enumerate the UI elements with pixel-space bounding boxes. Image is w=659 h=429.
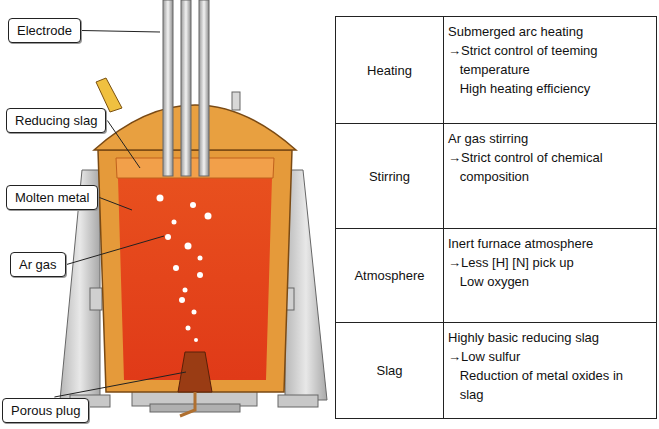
table-text: Ar gas stirring <box>448 130 650 149</box>
callout-text: Molten metal <box>15 190 89 205</box>
table-text: →Strict control of chemical composition <box>448 149 650 187</box>
table-cell: Inert furnace atmosphere→Less [H] [N] pi… <box>443 228 657 323</box>
callout-label: Ar gas <box>10 252 66 277</box>
table-text: Highly basic reducing slag <box>448 329 650 348</box>
leader-line <box>99 198 132 211</box>
gas-bubbles <box>157 195 212 343</box>
table-text: →Low sulfur <box>448 348 650 367</box>
table-header: Stirring <box>369 169 410 184</box>
roof-port <box>232 92 240 110</box>
leader-line <box>54 372 186 397</box>
table-cell: Submerged arc heating→Strict control of … <box>443 16 657 124</box>
table-text: Inert furnace atmosphere <box>448 235 650 254</box>
table-cell: Slag <box>335 322 444 419</box>
callout-label: Electrode <box>8 18 81 43</box>
leader-line <box>67 236 164 265</box>
table-cell: Highly basic reducing slag→Low sulfurRed… <box>443 322 657 419</box>
table-header: Slag <box>376 363 402 378</box>
table-cell: Ar gas stirring→Strict control of chemic… <box>443 123 657 229</box>
callout-label: Reducing slag <box>6 108 106 133</box>
electrode-rods <box>163 0 209 176</box>
callout-label: Porous plug <box>2 398 89 423</box>
roof-port <box>96 78 122 112</box>
ladle-shell <box>98 150 292 392</box>
table-text: →Strict control of teeming temperature <box>448 42 650 80</box>
callout-text: Ar gas <box>19 257 57 272</box>
callout-text: Porous plug <box>11 403 80 418</box>
callout-text: Reducing slag <box>15 113 97 128</box>
leader-line <box>82 31 160 33</box>
table-cell: Heating <box>335 16 444 124</box>
table-text: Reduction of metal oxides in slag <box>448 367 650 405</box>
table-header: Atmosphere <box>354 268 424 283</box>
callout-label: Molten metal <box>6 185 98 210</box>
furnace-roof <box>94 105 296 150</box>
leader-line <box>107 121 140 169</box>
table-cell: Atmosphere <box>335 228 444 323</box>
porous-plug <box>178 352 212 392</box>
callout-text: Electrode <box>17 23 72 38</box>
table-header: Heating <box>367 63 412 78</box>
table-cell: Stirring <box>335 123 444 229</box>
gas-pipe <box>180 392 195 416</box>
property-table: HeatingStirringAtmosphereSlag Submerged a… <box>335 16 657 418</box>
table-text: Low oxygen <box>448 273 650 292</box>
molten-metal <box>118 178 272 380</box>
table-text: Submerged arc heating <box>448 23 650 42</box>
table-text: →Less [H] [N] pick up <box>448 254 650 273</box>
table-text: High heating efficiency <box>448 80 650 99</box>
reducing-slag <box>116 158 274 178</box>
